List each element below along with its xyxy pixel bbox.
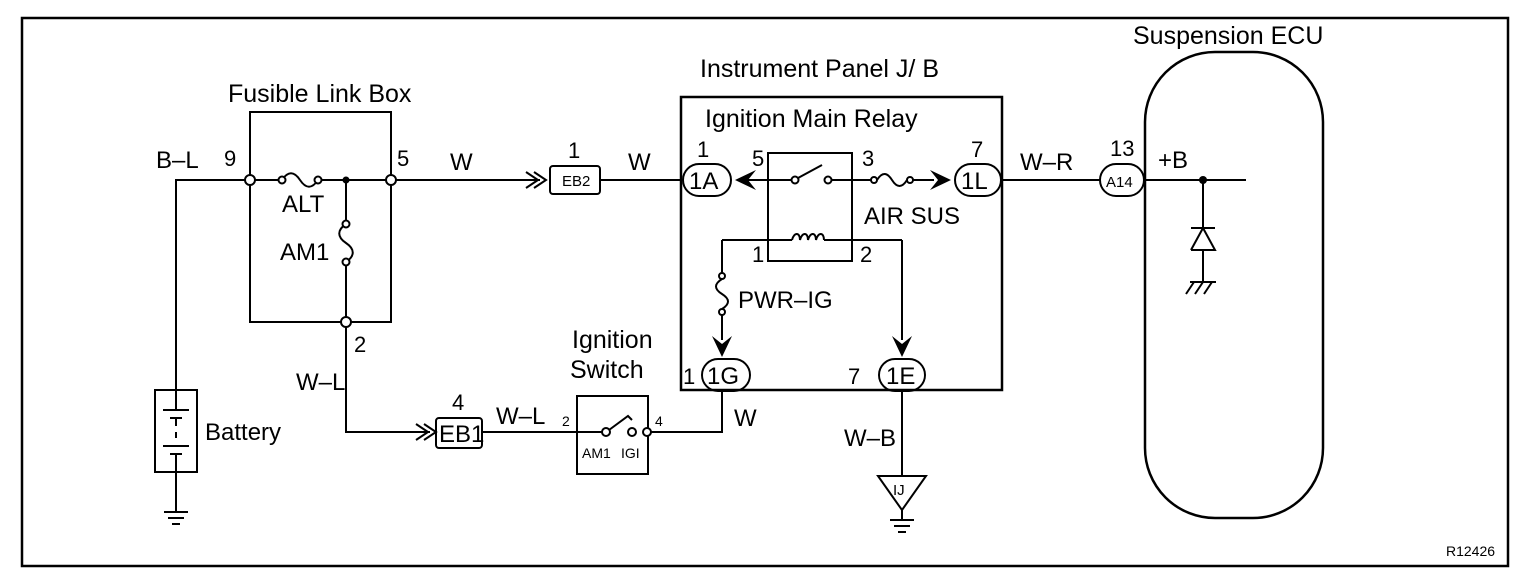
am1-fuse-icon — [338, 223, 354, 263]
connector-arrow-icon — [735, 170, 756, 190]
pin-label: 13 — [1110, 136, 1134, 161]
flb-terminal-5 — [385, 174, 397, 186]
battery-label: Battery — [205, 419, 281, 446]
pin-label: 3 — [862, 146, 874, 171]
ignition-switch-contact-icon — [608, 414, 633, 431]
connector-label: 1E — [886, 363, 915, 390]
connector-label: EB1 — [439, 421, 484, 448]
wire-color-label: W — [628, 149, 651, 176]
suspension-ecu-label: Suspension ECU — [1133, 22, 1323, 50]
connector-arrow-icon — [525, 171, 548, 189]
wire-color-label: W–L — [496, 403, 545, 430]
pin-label: 4 — [655, 413, 663, 429]
pin-label: 2 — [860, 242, 872, 267]
pin-label: 5 — [397, 146, 409, 171]
pin-label: 7 — [971, 137, 983, 162]
pin-label: 1 — [568, 138, 580, 163]
connector-label: 1L — [961, 168, 988, 195]
fusible-link-box-label: Fusible Link Box — [228, 80, 412, 108]
wire-w-l-1 — [345, 327, 430, 433]
pin-label: 7 — [848, 364, 860, 389]
pin-label: 1 — [752, 242, 764, 267]
relay-box — [767, 152, 853, 262]
pwr-ig-label: PWR–IG — [738, 287, 833, 314]
ecu-terminal-label: +B — [1158, 147, 1188, 174]
ignition-main-relay-label: Ignition Main Relay — [705, 105, 918, 133]
connector-label: 1G — [707, 363, 739, 390]
wire-color-label: W–B — [844, 425, 896, 452]
zener-diode-icon — [1190, 180, 1217, 282]
fusible-link-box — [249, 111, 392, 323]
pin-label: 9 — [224, 146, 236, 171]
ground-icon — [164, 472, 188, 525]
chassis-ground-icon — [1185, 281, 1216, 295]
connector-1g — [701, 358, 751, 392]
ignition-switch-label: Ignition — [572, 326, 653, 354]
instrument-panel-jb — [679, 95, 1004, 392]
wire-color-label: W — [734, 405, 757, 432]
pin-label: 2 — [354, 332, 366, 357]
wire-w-3 — [651, 391, 723, 433]
diagram-frame — [20, 16, 1510, 568]
connector-label: A14 — [1106, 174, 1133, 191]
connector-arrow-icon — [930, 170, 951, 190]
wire-color-label: W — [450, 149, 473, 176]
switch-position-label: IGI — [621, 445, 640, 461]
pin-label: 2 — [562, 413, 570, 429]
ground-icon — [890, 510, 914, 533]
relay-switch-icon — [797, 164, 823, 179]
alt-fuse-icon — [281, 172, 319, 188]
battery-icon — [163, 390, 189, 472]
switch-position-label: AM1 — [582, 445, 611, 461]
wire-b-l — [175, 179, 245, 390]
ground-connector-ij — [876, 475, 928, 512]
pin-label: 5 — [752, 146, 764, 171]
relay-coil-icon — [791, 233, 825, 241]
pin-label: 1 — [697, 137, 709, 162]
connector-label: EB2 — [562, 173, 590, 190]
am1-label: AM1 — [280, 239, 329, 266]
alt-label: ALT — [282, 191, 325, 218]
connector-arrow-icon — [712, 336, 732, 357]
pin-label: 4 — [452, 390, 464, 415]
air-sus-fuse-icon — [876, 173, 908, 187]
flb-terminal-2 — [340, 316, 352, 328]
flb-terminal-9 — [244, 174, 256, 186]
air-sus-label: AIR SUS — [864, 203, 960, 230]
ignition-switch-box — [576, 395, 649, 475]
suspension-ecu-box — [1143, 50, 1325, 520]
connector-1a — [682, 163, 732, 197]
wire-color-label: B–L — [156, 147, 199, 174]
connector-label: IJ — [893, 482, 905, 499]
ignition-switch-label: Switch — [570, 356, 644, 384]
connector-label: 1A — [689, 168, 718, 195]
wire-color-label: W–R — [1020, 149, 1073, 176]
wire-color-label: W–L — [296, 369, 345, 396]
instrument-panel-jb-label: Instrument Panel J/ B — [700, 55, 939, 83]
connector-arrow-icon — [892, 336, 912, 357]
pwr-ig-fuse-icon — [715, 278, 729, 310]
figure-reference: R12426 — [1446, 543, 1495, 559]
pin-label: 1 — [683, 364, 695, 389]
